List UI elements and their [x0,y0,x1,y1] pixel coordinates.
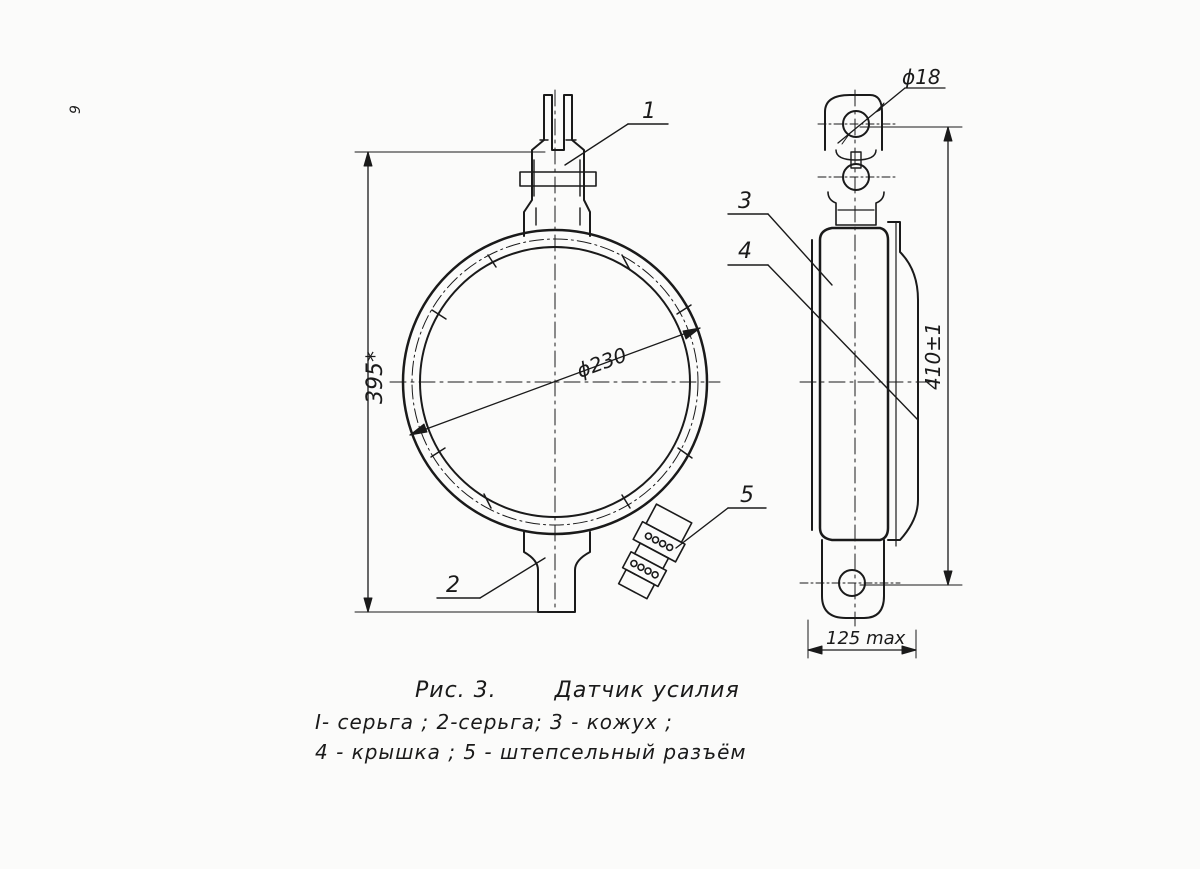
diameter-label: ϕ230 [573,343,629,383]
cover [887,221,919,541]
leader-5 [675,507,729,549]
bottom-shackle [523,531,591,613]
callout-2: 2 [446,573,460,598]
bottom-eye [821,539,885,619]
bolt-marks [430,254,693,509]
callout-4: 4 [738,239,752,264]
callout-1: 1 [642,99,656,124]
callout-3: 3 [738,189,752,214]
top-eye [824,94,883,151]
front-height-label: 395* [363,351,388,404]
page-number: 9 [68,105,84,114]
housing [818,226,890,542]
hole-diameter-label: ϕ18 [902,65,941,89]
callout-5: 5 [740,483,754,508]
side-width-label: 125 max [826,628,906,649]
side-view: ϕ18 410±1 125 max 3 4 [727,65,963,659]
front-view: ϕ230 395* 1 2 5 [354,89,767,613]
leader-4 [767,264,919,421]
hole-leader [837,87,906,144]
plug-connector [617,503,693,600]
side-height-label: 410±1 [921,322,945,390]
legend-line-1: I- серьга ; 2-серьга; 3 - кожух ; [315,710,673,734]
top-shackle [519,94,597,237]
leader-1 [564,123,629,166]
figure-number: Рис. 3. [415,678,497,703]
leader-2 [479,557,546,599]
leader-3 [767,213,833,286]
figure-title: Датчик усилия [554,678,740,703]
figure-caption: Рис. 3. Датчик усилия [415,678,740,703]
legend-line-2: 4 - крышка ; 5 - штепсельный разъём [315,740,747,764]
front-height-dimension: 395* [354,151,546,613]
